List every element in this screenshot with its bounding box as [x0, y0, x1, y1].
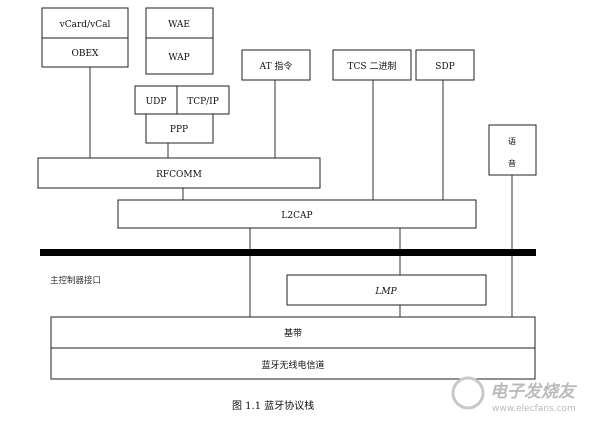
box-rfcomm-label: RFCOMM	[156, 170, 202, 180]
box-baseband-label: 基带	[284, 327, 302, 339]
hci-label: 主控制器接口	[50, 275, 101, 286]
box-radio-label: 蓝牙无线电信道	[261, 359, 324, 371]
box-l2cap-label: L2CAP	[281, 211, 312, 221]
box-at-commands: AT 指令	[241, 49, 311, 81]
box-baseband: 基带	[50, 316, 536, 349]
box-lmp-label: LMP	[374, 287, 397, 297]
box-radio: 蓝牙无线电信道	[50, 347, 536, 380]
box-ppp-label: PPP	[170, 125, 188, 135]
box-obex-label: OBEX	[72, 49, 100, 59]
box-obex: OBEX	[41, 37, 129, 68]
hci-bus-bar	[40, 249, 536, 256]
box-rfcomm: RFCOMM	[37, 157, 321, 189]
watermark-url: www.elecfans.com	[492, 404, 576, 414]
box-udp-label: UDP	[146, 97, 167, 107]
box-wae: WAE	[145, 7, 214, 39]
box-udp: UDP	[134, 85, 178, 115]
box-wap: WAP	[145, 37, 214, 75]
box-voice-label-1: 语	[508, 136, 516, 146]
watermark: 电子发烧友 www.elecfans.com	[451, 376, 578, 414]
box-voice-label-2: 音	[508, 158, 516, 168]
box-sdp: SDP	[415, 49, 475, 81]
box-vcard: vCard/vCal	[41, 7, 129, 39]
figure-caption: 图 1.1 蓝牙协议栈	[232, 399, 314, 412]
box-vcard-label: vCard/vCal	[59, 20, 111, 30]
box-voice: 语 音	[488, 124, 537, 176]
watermark-text: 电子发烧友	[490, 382, 578, 402]
box-l2cap: L2CAP	[117, 199, 477, 229]
box-sdp-label: SDP	[435, 62, 454, 72]
box-tcs: TCS 二进制	[332, 49, 412, 81]
box-tcpip-label: TCP/IP	[187, 97, 219, 107]
box-wae-label: WAE	[168, 20, 190, 30]
box-wap-label: WAP	[168, 53, 189, 63]
box-tcs-label: TCS 二进制	[348, 60, 397, 72]
box-at-label: AT 指令	[259, 60, 293, 72]
watermark-logo-icon	[451, 376, 485, 410]
box-ppp: PPP	[145, 113, 214, 144]
box-lmp: LMP	[286, 274, 487, 306]
box-tcpip: TCP/IP	[176, 85, 230, 115]
